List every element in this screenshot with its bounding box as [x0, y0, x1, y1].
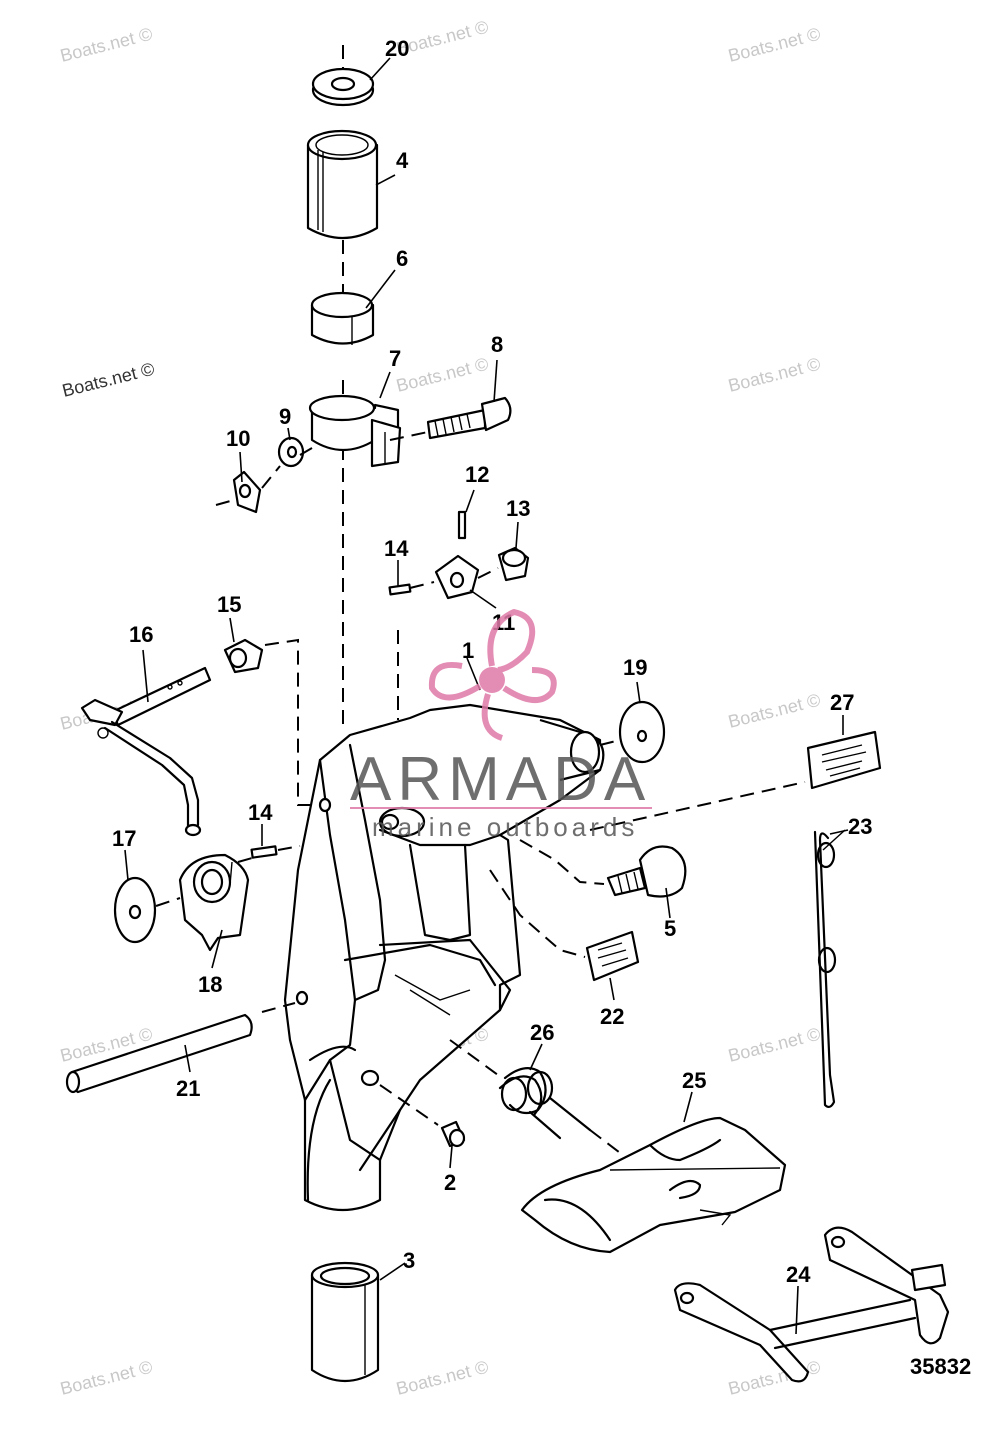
- watermark: Boats.net ©: [58, 1357, 154, 1399]
- watermark: Boats.net ©: [726, 354, 822, 396]
- watermark: Boats.net ©: [726, 1357, 822, 1399]
- part-20-rod[interactable]: [65, 1002, 296, 1094]
- part-label-22: 22: [600, 1004, 624, 1029]
- part-23-wire-clip[interactable]: [813, 829, 846, 1109]
- part-2-fitting[interactable]: [379, 1084, 466, 1148]
- watermark: Boats.net ©: [58, 24, 154, 66]
- part-label-19: 19: [623, 655, 647, 680]
- part-1-swivel-bracket[interactable]: [283, 703, 605, 1212]
- propeller-logo-icon: [428, 609, 557, 741]
- part-label-23: 23: [848, 814, 872, 839]
- part-label-3: 3: [403, 1248, 415, 1273]
- part-5-bolt[interactable]: [519, 839, 687, 898]
- part-label-27: 27: [830, 690, 854, 715]
- part-label-13: 13: [506, 496, 530, 521]
- part-label-16: 16: [129, 622, 153, 647]
- part-16-tilt-lever[interactable]: [80, 666, 212, 837]
- part-label-14: 14: [384, 536, 409, 561]
- diagram-number: 35832: [910, 1354, 971, 1379]
- part-18-cam[interactable]: [178, 853, 250, 952]
- part-label-1: 1: [462, 638, 474, 663]
- part-17-washer[interactable]: [113, 876, 181, 944]
- part-9-washer[interactable]: [277, 436, 305, 468]
- part-7-clamp[interactable]: [308, 394, 402, 468]
- part-8-bolt[interactable]: [389, 396, 512, 441]
- leader-lines: [124, 57, 849, 1335]
- part-labels: 20 4 6 7 8 9 10 12 13 14 11 15 16 1 19 2…: [112, 36, 971, 1379]
- part-15-bushing[interactable]: [223, 638, 318, 806]
- part-label-10: 10: [226, 426, 250, 451]
- watermark: Boats.net ©: [394, 354, 490, 396]
- part-3-bushing[interactable]: [310, 1261, 380, 1382]
- brand-name: ARMADA: [350, 745, 651, 814]
- part-13-bushing[interactable]: [477, 546, 530, 582]
- part-14-pin-upper[interactable]: [388, 581, 435, 720]
- part-12-pin[interactable]: [457, 510, 467, 540]
- part-label-5: 5: [664, 916, 676, 941]
- part-21-washer[interactable]: [311, 67, 375, 107]
- part-label-18: 18: [198, 972, 222, 997]
- brand-watermark: ARMADA marine outboards: [350, 609, 652, 842]
- part-label-6: 6: [396, 246, 408, 271]
- part-label-26: 26: [530, 1020, 554, 1045]
- part-label-21: 20: [385, 36, 409, 61]
- part-10-nut[interactable]: [215, 447, 313, 514]
- watermark: Boats.net ©: [60, 359, 156, 401]
- part-25-plate[interactable]: [520, 1116, 787, 1254]
- part-11-block[interactable]: [434, 554, 480, 600]
- part-22-plate[interactable]: [489, 869, 640, 982]
- part-label-24: 24: [786, 1262, 811, 1287]
- part-24-tilt-support[interactable]: [673, 1226, 950, 1383]
- brand-tagline: marine outboards: [372, 812, 638, 842]
- watermark: Boats.net ©: [726, 24, 822, 66]
- part-4-bushing[interactable]: [306, 129, 379, 239]
- part-label-4: 4: [396, 148, 409, 173]
- part-label-14: 14: [248, 800, 273, 825]
- part-label-8: 8: [491, 332, 503, 357]
- part-label-7: 7: [389, 346, 401, 371]
- part-label-20: 21: [176, 1076, 200, 1101]
- part-6-bushing[interactable]: [310, 291, 375, 345]
- part-27-decal[interactable]: [589, 730, 882, 831]
- part-label-15: 15: [217, 592, 241, 617]
- part-label-12: 12: [465, 462, 489, 487]
- part-26-spring[interactable]: [449, 1039, 633, 1163]
- part-label-17: 17: [112, 826, 136, 851]
- part-label-25: 25: [682, 1068, 706, 1093]
- part-label-9: 9: [279, 404, 291, 429]
- watermark: Boats.net ©: [726, 1024, 822, 1066]
- part-label-2: 2: [444, 1170, 456, 1195]
- part-14-pin-lower[interactable]: [237, 845, 301, 863]
- watermark: Boats.net ©: [394, 1357, 490, 1399]
- watermark: Boats.net ©: [726, 690, 822, 732]
- part-19-washer[interactable]: [599, 700, 666, 764]
